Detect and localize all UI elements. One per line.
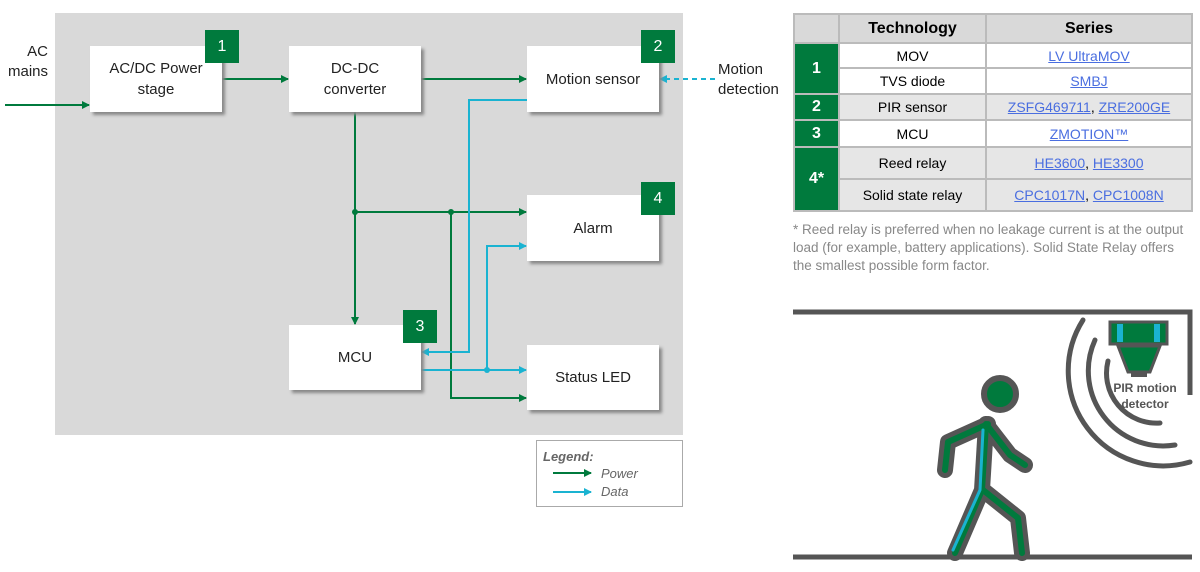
header-series: Series xyxy=(985,13,1193,44)
row-tech: PIR sensor xyxy=(838,93,987,121)
block-dcdc: DC-DC converter xyxy=(289,46,421,112)
badge-3: 3 xyxy=(403,310,437,343)
block-status-led: Status LED xyxy=(527,345,659,410)
data-line-mcu-alarm xyxy=(486,242,527,370)
legend-data: Data xyxy=(601,484,629,499)
badge-4: 4 xyxy=(641,182,675,215)
series-link[interactable]: ZRE200GE xyxy=(1098,99,1171,115)
legend-power: Power xyxy=(601,466,638,481)
series-link[interactable]: HE3600 xyxy=(1034,155,1086,171)
walking-person-icon xyxy=(937,375,1033,561)
series-link[interactable]: ZMOTION™ xyxy=(1049,125,1129,142)
series-link[interactable]: ZSFG469711 xyxy=(1007,99,1091,115)
pir-sensor-icon xyxy=(1108,320,1169,377)
ac-mains-label: AC mains xyxy=(7,43,48,80)
series-link[interactable]: SMBJ xyxy=(1070,73,1108,89)
data-line-motion-mcu xyxy=(421,99,527,356)
series-link[interactable]: LV UltraMOV xyxy=(1048,47,1130,64)
row-num: 4* xyxy=(793,146,840,212)
row-num: 1 xyxy=(793,42,840,95)
power-line-led xyxy=(450,212,527,402)
legend-arrows xyxy=(553,469,592,496)
header-technology: Technology xyxy=(838,13,987,44)
motion-detection-label: Motion detection xyxy=(718,61,779,98)
block-alarm: Alarm xyxy=(527,195,659,261)
header-num xyxy=(793,13,840,44)
row-tech: Solid state relay xyxy=(838,178,987,212)
row-num: 3 xyxy=(793,119,840,148)
legend-title: Legend: xyxy=(543,449,594,464)
badge-1: 1 xyxy=(205,30,239,63)
series-link[interactable]: CPC1017N xyxy=(1014,187,1086,203)
row-tech: MOV xyxy=(838,42,987,69)
row-tech: Reed relay xyxy=(838,146,987,180)
row-tech: TVS diode xyxy=(838,67,987,95)
row-num: 2 xyxy=(793,93,840,121)
pir-label-line2: detector xyxy=(1121,397,1169,411)
block-acdc: AC/DC Power stage xyxy=(90,46,222,112)
table-footnote: * Reed relay is preferred when no leakag… xyxy=(793,222,1184,273)
legend: Legend: Power Data xyxy=(536,440,683,507)
signal-waves-icon xyxy=(1065,317,1193,469)
block-motion-sensor: Motion sensor xyxy=(527,46,659,112)
badge-2: 2 xyxy=(641,30,675,63)
block-mcu: MCU xyxy=(289,325,421,390)
series-link[interactable]: CPC1008N xyxy=(1092,187,1164,203)
row-tech: MCU xyxy=(838,119,987,148)
pir-label-line1: PIR motion xyxy=(1113,381,1176,395)
series-link[interactable]: HE3300 xyxy=(1092,155,1144,171)
